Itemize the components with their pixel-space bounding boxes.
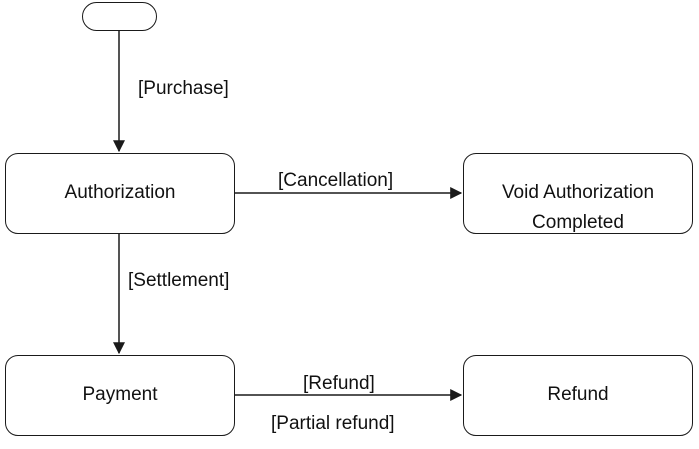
edge-label-partial-refund: [Partial refund] <box>271 413 395 434</box>
authorization-label: Authorization <box>64 182 176 204</box>
void-authorization-label: Void Authorization Completed <box>501 182 655 234</box>
edge-label-settlement: [Settlement] <box>128 270 230 291</box>
edge-label-cancellation: [Cancellation] <box>278 170 394 191</box>
refund-node: Refund <box>463 355 693 436</box>
authorization-node: Authorization <box>5 153 235 234</box>
void-authorization-node: Void Authorization Completed <box>463 153 693 234</box>
edge-label-refund: [Refund] <box>303 373 375 394</box>
refund-label: Refund <box>547 384 609 406</box>
start-node <box>82 2 157 31</box>
edge-label-purchase: [Purchase] <box>138 78 229 99</box>
payment-label: Payment <box>82 384 158 406</box>
payment-node: Payment <box>5 355 235 436</box>
